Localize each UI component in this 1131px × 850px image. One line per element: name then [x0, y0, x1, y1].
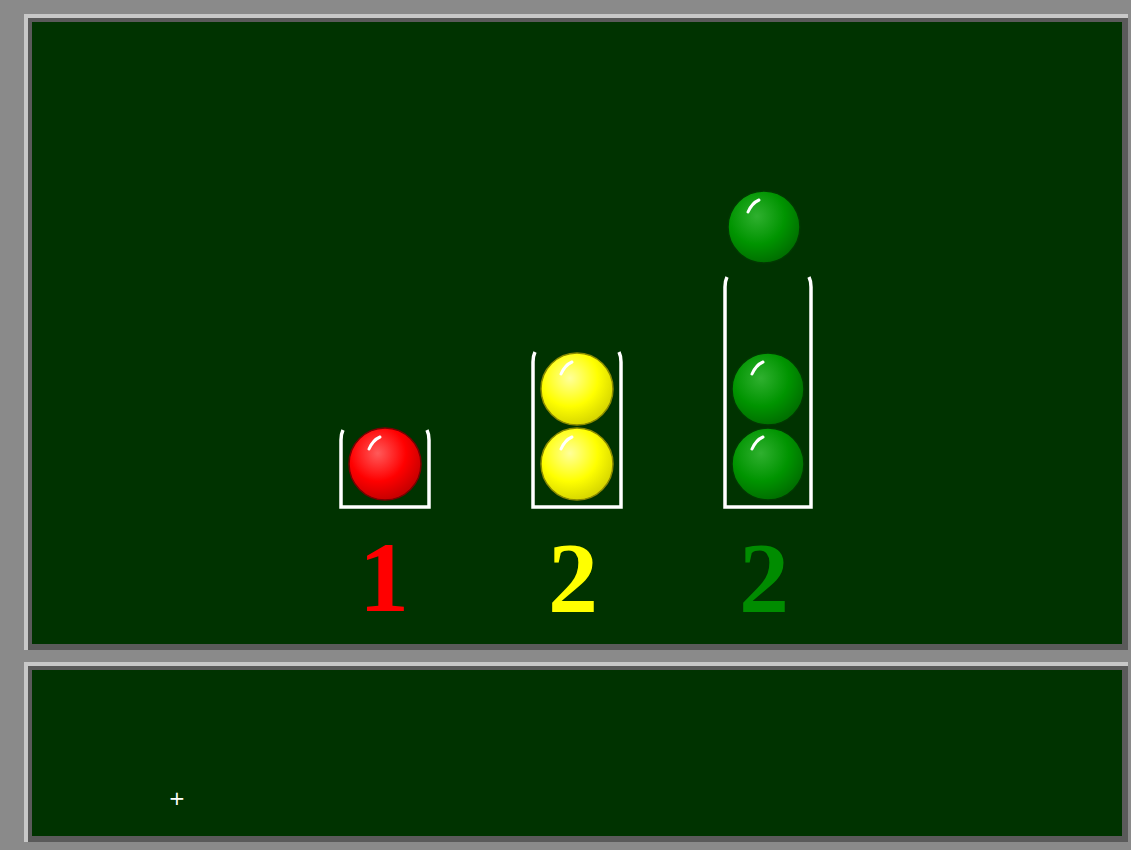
ball	[732, 353, 804, 425]
play-panel	[32, 22, 1122, 644]
tube	[533, 352, 621, 507]
count-number: 2	[739, 528, 789, 628]
panel-bevel	[24, 14, 1128, 650]
panel-bevel	[28, 666, 1128, 842]
count-number: 1	[359, 528, 409, 628]
count-number: 2	[548, 528, 598, 628]
ball	[728, 191, 800, 263]
message-panel	[32, 670, 1122, 836]
cursor-mark: +	[169, 788, 186, 808]
ball	[349, 428, 421, 500]
ball	[732, 428, 804, 500]
ball	[541, 428, 613, 500]
panel-bevel	[28, 18, 1128, 650]
ball	[541, 353, 613, 425]
tube	[725, 277, 811, 507]
panel-bevel	[24, 662, 1128, 842]
